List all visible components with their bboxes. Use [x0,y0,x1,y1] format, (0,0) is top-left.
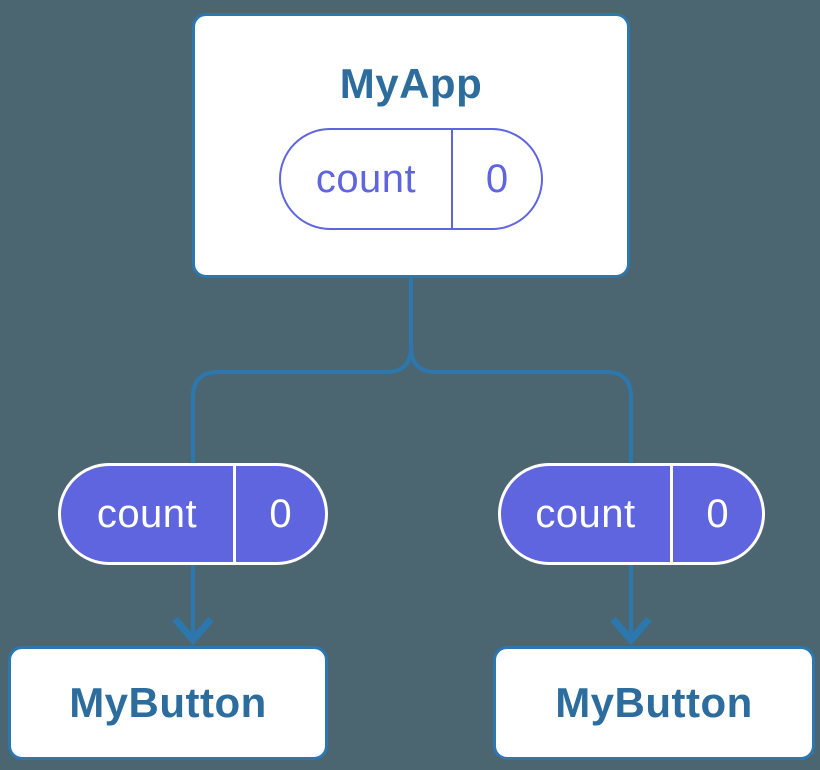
left-child-component-node: MyButton [8,646,328,760]
right-child-component-title: MyButton [555,679,753,726]
right-child-state-label: count [535,491,636,536]
left-child-component-title: MyButton [69,679,267,726]
edge-root-to-left-child [191,276,413,634]
edge-root-to-right-child [409,276,633,634]
left-child-state-label: count [96,491,198,536]
right-child-component-node: MyButton [493,646,815,760]
right-child-state-value: 0 [670,466,762,562]
right-child-state-pill: count 0 [498,463,765,565]
arrow-down-icon-right [610,616,652,646]
root-state-value: 0 [451,130,541,228]
left-child-state-pill: count 0 [58,463,328,565]
root-state-label: count [315,156,417,201]
left-child-state-value: 0 [233,466,325,562]
root-component-node: MyApp count 0 [192,13,630,278]
root-component-title: MyApp [339,60,483,107]
arrow-down-icon-left [172,616,214,646]
root-state-pill: count 0 [279,128,543,230]
